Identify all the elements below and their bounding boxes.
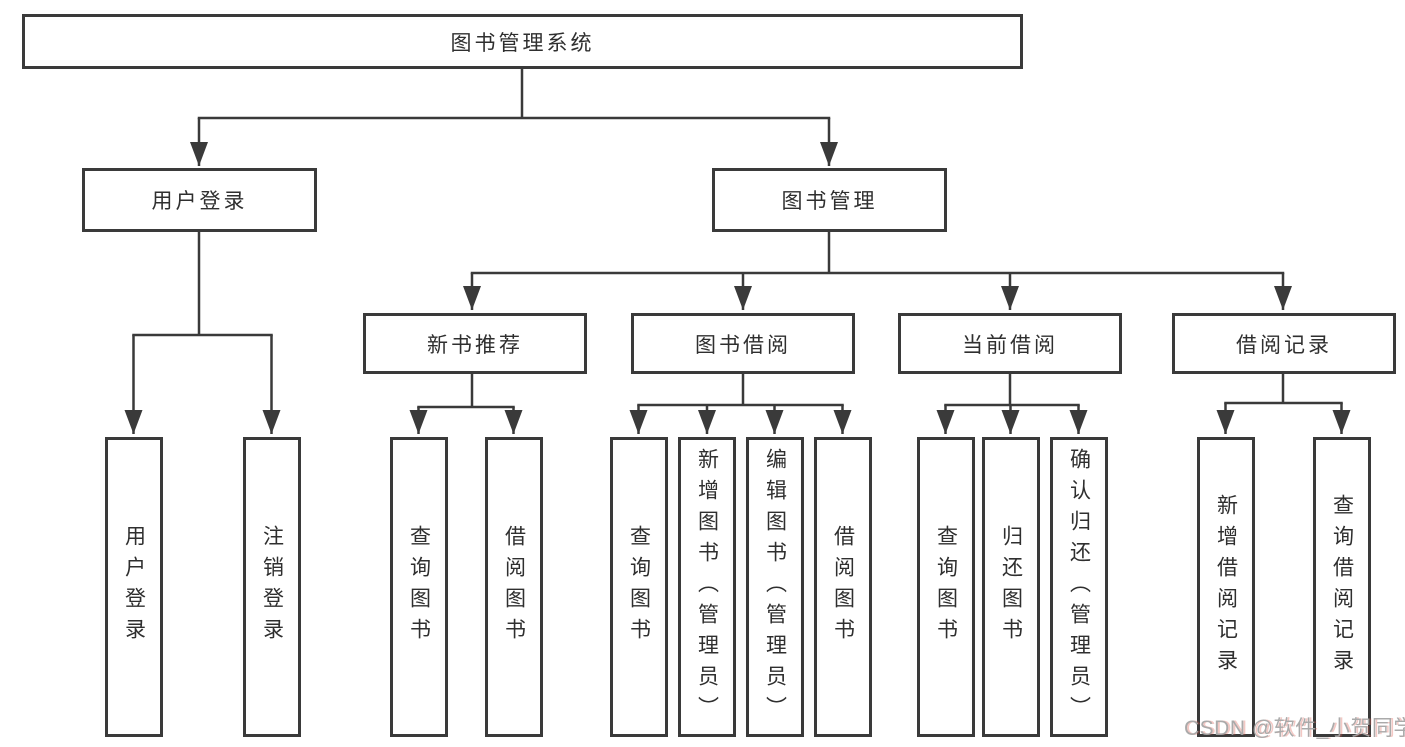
node-label: 编辑图书（管理员） <box>763 447 787 727</box>
node-add-book-admin: 新增图书（管理员） <box>678 437 736 737</box>
node-label: 新增图书（管理员） <box>695 447 719 727</box>
node-label: 图书管理 <box>781 190 878 213</box>
connector-new-book-group <box>409 374 523 434</box>
node-book-borrowing: 图书借阅 <box>631 313 855 374</box>
node-label: 图书管理系统 <box>450 31 595 55</box>
node-query-books-borrowing: 查询图书 <box>610 437 668 737</box>
node-query-books-recommend: 查询图书 <box>390 437 448 737</box>
node-user-login-branch: 用户登录 <box>82 168 317 232</box>
watermark-text: CSDN @软件_小贺同学 <box>1184 717 1405 740</box>
node-label: 图书借阅 <box>695 333 791 357</box>
connector-current-borrowing-group <box>936 374 1088 434</box>
connector-root-to-level2 <box>190 68 838 166</box>
node-label: 新书推荐 <box>427 333 523 357</box>
node-label: 归还图书 <box>999 525 1023 649</box>
node-label: 查询图书 <box>627 525 651 649</box>
node-label: 查询图书 <box>407 525 431 649</box>
connector-book-borrowing-group <box>629 374 852 434</box>
node-borrow-books-recommend: 借阅图书 <box>485 437 543 737</box>
node-label: 查询图书 <box>934 525 958 649</box>
node-label: 借阅图书 <box>831 525 855 649</box>
node-label: 借阅记录 <box>1236 333 1332 357</box>
node-new-book-recommendation: 新书推荐 <box>363 313 587 374</box>
connector-book-management-group <box>463 232 1292 310</box>
connector-user-login-group <box>124 232 281 434</box>
node-edit-book-admin: 编辑图书（管理员） <box>746 437 804 737</box>
node-label: 当前借阅 <box>962 333 1058 357</box>
node-confirm-return-admin: 确认归还（管理员） <box>1050 437 1108 737</box>
node-label: 新增借阅记录 <box>1214 494 1238 680</box>
node-label: 查询借阅记录 <box>1330 494 1354 680</box>
node-query-books-current: 查询图书 <box>917 437 975 737</box>
node-label: 借阅图书 <box>502 525 526 649</box>
node-borrowing-records: 借阅记录 <box>1172 313 1396 374</box>
node-user-login: 用户登录 <box>105 437 163 737</box>
node-logout: 注销登录 <box>243 437 301 737</box>
connector-borrowing-records-group <box>1216 374 1351 434</box>
node-query-borrowing-record: 查询借阅记录 <box>1313 437 1371 737</box>
node-return-book: 归还图书 <box>982 437 1040 737</box>
node-add-borrowing-record: 新增借阅记录 <box>1197 437 1255 737</box>
node-label: 用户登录 <box>122 525 146 649</box>
node-label: 注销登录 <box>260 525 284 649</box>
node-label: 用户登录 <box>151 190 248 213</box>
node-library-management-system: 图书管理系统 <box>22 14 1023 69</box>
node-label: 确认归还（管理员） <box>1067 447 1091 727</box>
node-borrow-books-borrowing: 借阅图书 <box>814 437 872 737</box>
node-book-management: 图书管理 <box>712 168 947 232</box>
node-current-borrowing: 当前借阅 <box>898 313 1122 374</box>
